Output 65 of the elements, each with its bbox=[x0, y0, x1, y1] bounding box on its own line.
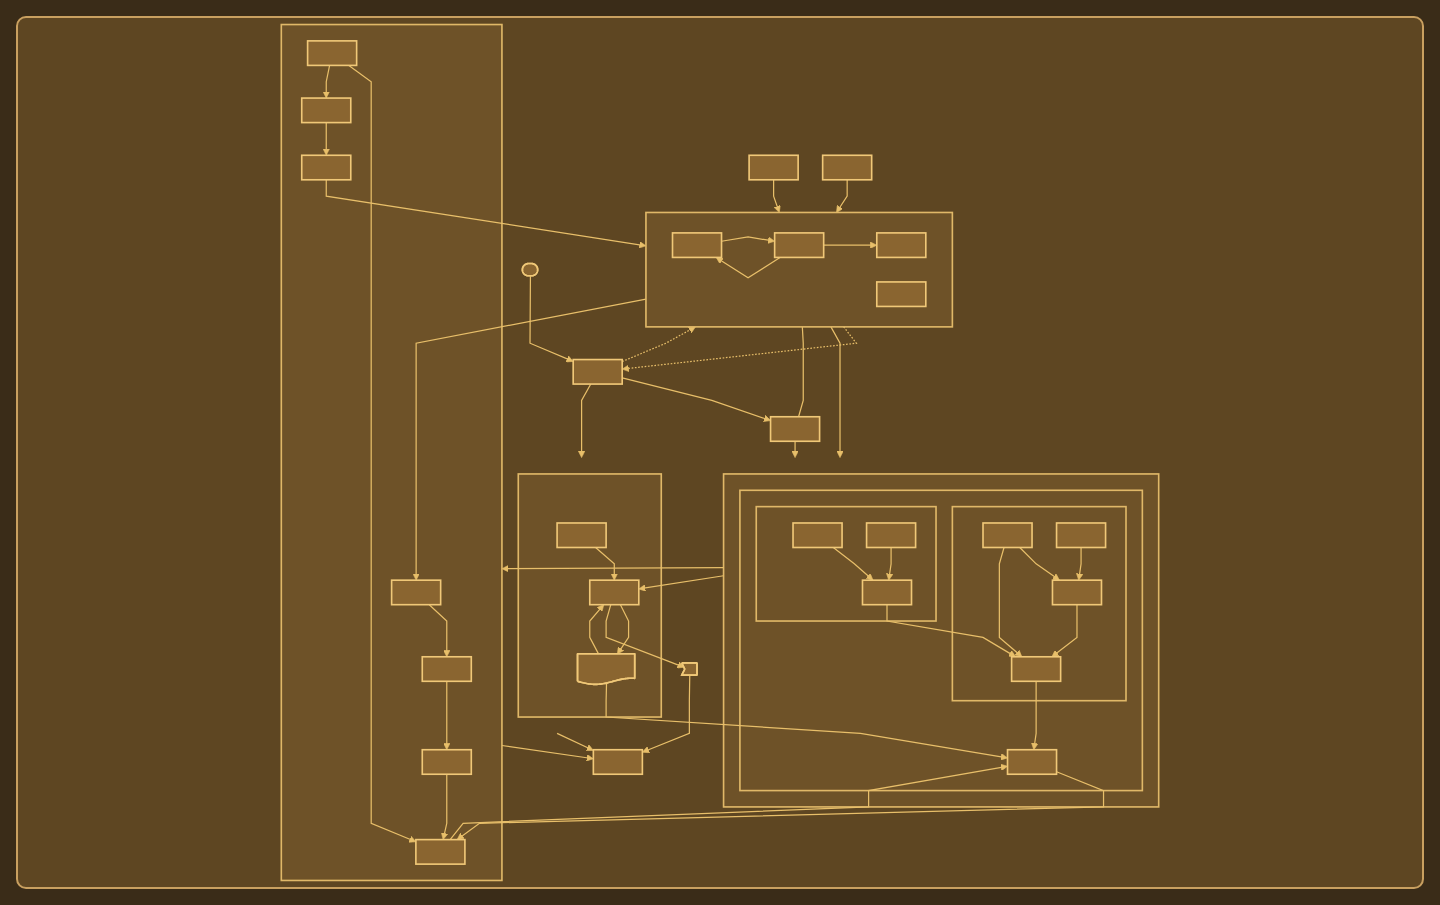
arrow bbox=[443, 680, 451, 751]
node-box bbox=[306, 40, 358, 67]
node-box bbox=[1006, 748, 1058, 776]
cluster bbox=[951, 505, 1127, 702]
node-box bbox=[415, 838, 466, 865]
arrow bbox=[830, 326, 844, 458]
node-box bbox=[769, 415, 821, 443]
arrow bbox=[773, 179, 781, 213]
node-box bbox=[748, 154, 799, 181]
arrow bbox=[529, 275, 574, 363]
node-box bbox=[875, 232, 927, 259]
node-box bbox=[588, 579, 640, 606]
node-box bbox=[1055, 522, 1107, 549]
arrow bbox=[1051, 604, 1078, 658]
node-box bbox=[1010, 655, 1062, 683]
arrow bbox=[605, 604, 685, 669]
arrow bbox=[605, 682, 1008, 761]
arrow bbox=[886, 604, 1016, 658]
cluster bbox=[755, 505, 937, 622]
cluster bbox=[280, 23, 503, 882]
node-box bbox=[300, 97, 352, 124]
node-box bbox=[875, 281, 927, 308]
arrow bbox=[1076, 546, 1084, 581]
cluster bbox=[722, 473, 1160, 808]
cluster bbox=[645, 211, 954, 328]
arrow bbox=[441, 773, 449, 840]
arrow bbox=[1031, 680, 1039, 751]
node-box bbox=[773, 232, 825, 259]
node-box bbox=[421, 748, 473, 776]
node-box bbox=[421, 655, 473, 683]
node-box bbox=[792, 522, 843, 549]
arrow bbox=[578, 383, 592, 458]
arrow bbox=[998, 546, 1023, 658]
arrow bbox=[886, 546, 894, 581]
cluster bbox=[517, 473, 663, 718]
node-box bbox=[865, 522, 917, 549]
arrow bbox=[832, 546, 874, 581]
arrow bbox=[456, 771, 1105, 840]
arrow bbox=[322, 121, 330, 156]
arrow bbox=[638, 575, 725, 592]
node-box bbox=[556, 522, 607, 549]
connector bbox=[797, 326, 804, 418]
node-box bbox=[572, 358, 623, 385]
node-box bbox=[671, 232, 723, 259]
arrow bbox=[501, 565, 725, 573]
node-box bbox=[982, 522, 1033, 549]
arrow bbox=[791, 440, 799, 458]
arrow bbox=[322, 64, 331, 99]
node-box bbox=[1051, 579, 1103, 606]
arrow bbox=[501, 744, 594, 762]
node-box bbox=[390, 579, 442, 606]
arrow bbox=[1019, 546, 1060, 581]
arrow bbox=[836, 179, 848, 213]
arrow bbox=[348, 64, 417, 843]
arrow bbox=[556, 732, 594, 751]
arrow bbox=[715, 256, 781, 279]
arrow bbox=[449, 763, 1008, 841]
cluster bbox=[739, 489, 1144, 792]
node-box bbox=[300, 154, 352, 181]
arrow bbox=[428, 604, 451, 658]
arrow bbox=[642, 674, 691, 754]
node-box bbox=[592, 748, 644, 776]
node-box bbox=[861, 579, 913, 606]
node-box bbox=[821, 154, 873, 181]
arrow bbox=[595, 546, 618, 581]
